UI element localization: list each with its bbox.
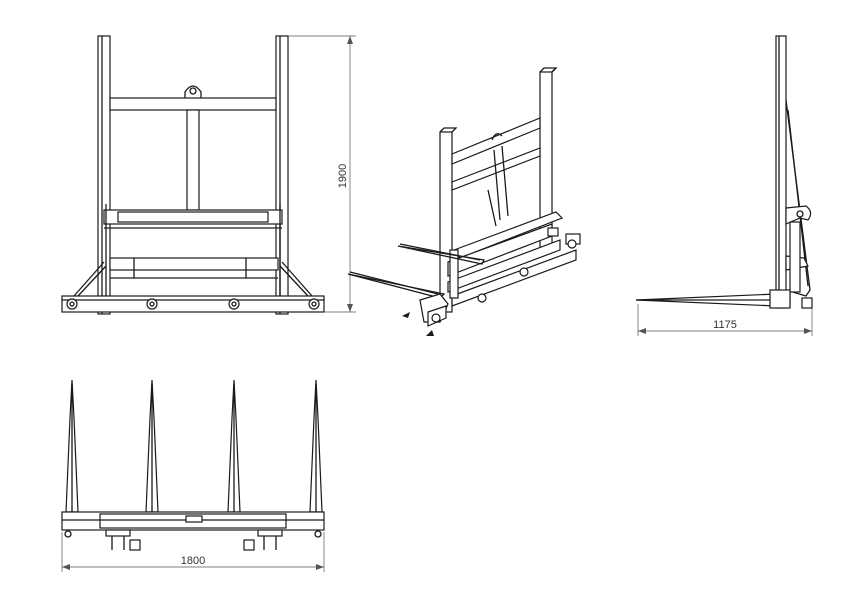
width-dimension: 1800 <box>61 532 325 572</box>
width-dimension-label: 1800 <box>181 555 205 567</box>
top-view <box>61 379 325 551</box>
front-view <box>61 35 325 315</box>
depth-dimension: 1175 <box>637 304 813 336</box>
height-dimension: 1900 <box>288 35 356 313</box>
side-view <box>635 35 813 309</box>
height-dimension-label: 1900 <box>337 164 349 188</box>
depth-dimension-label: 1175 <box>713 319 737 331</box>
isometric-view <box>347 67 581 336</box>
